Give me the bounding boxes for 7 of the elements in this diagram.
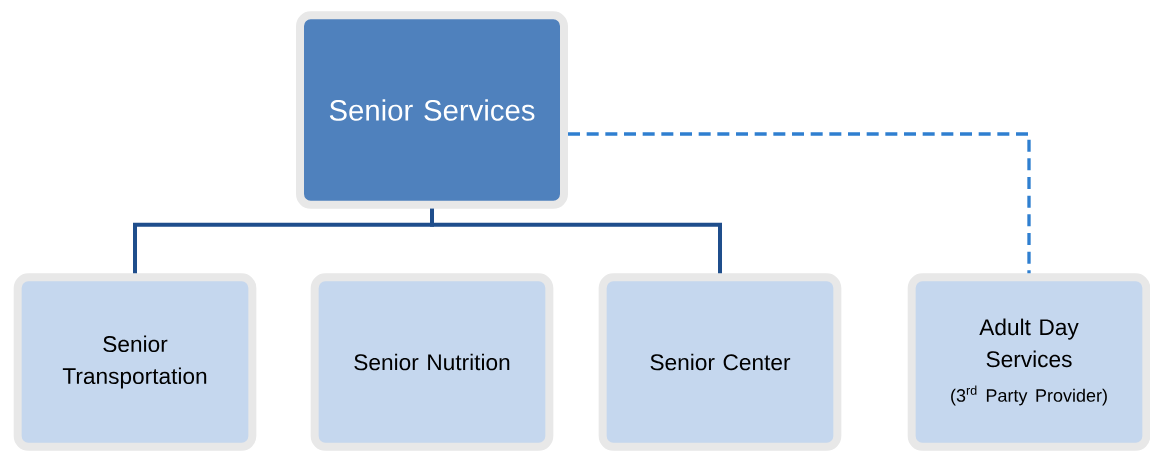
title-box: Senior Services: [296, 11, 568, 209]
service-box: Senior Nutrition: [310, 273, 554, 451]
connector-line: [568, 132, 1031, 274]
service-box: Senior Center: [598, 273, 842, 451]
connector-line: [430, 208, 722, 274]
service-box: Adult Day Services (3$^{rd}$ Party Provider): [907, 273, 1150, 451]
service-box: Senior Transportation: [13, 273, 257, 451]
